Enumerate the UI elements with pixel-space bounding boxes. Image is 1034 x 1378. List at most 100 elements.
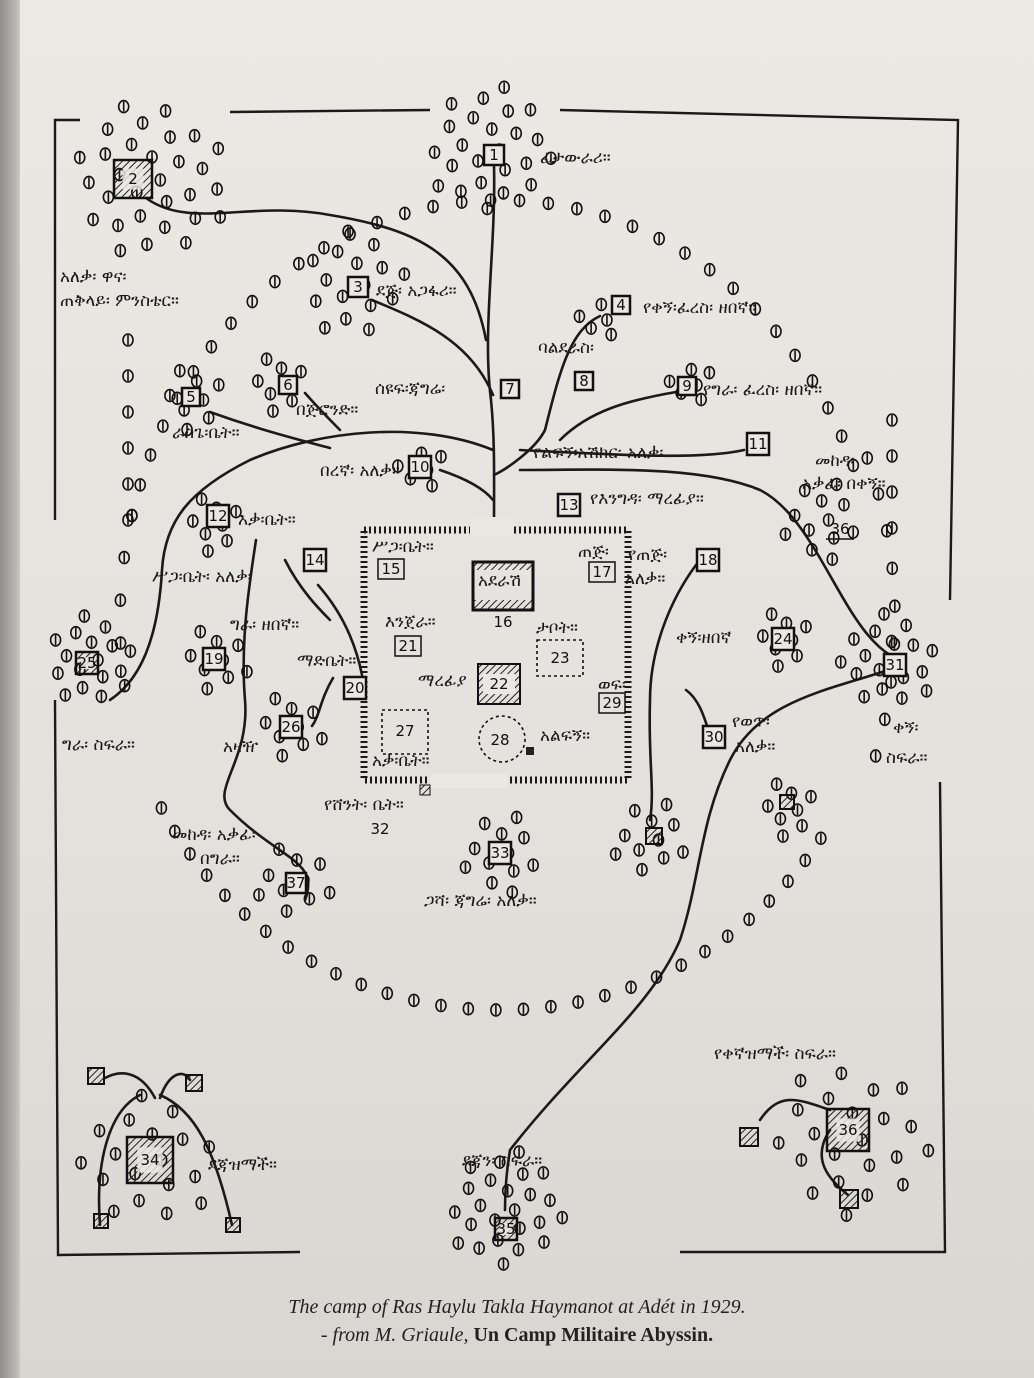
small-tent-dot [677,845,689,859]
small-tent-dot [259,715,272,730]
small-tent-dot [159,220,171,235]
tent-number: 2 [128,170,138,188]
camp-paths [97,163,902,1227]
small-tent-dot [435,449,447,464]
small-tent-dot [73,150,86,165]
small-tent-dot [599,988,611,1003]
small-tent-dot [222,670,235,685]
tent-37: 37 [284,871,308,895]
map-label: አልፍኝ። [540,726,590,746]
small-tent-dot [832,1175,845,1189]
small-tent-dot [310,294,322,308]
small-tent-dot [173,154,185,169]
map-label: ባልደራስ፡ [538,338,594,358]
small-tent-dot [626,219,639,234]
small-tent-dot [749,302,762,316]
small-tent-dot [827,531,840,545]
map-label: የወጥ፡ [732,712,770,732]
small-tent-dot [118,550,131,565]
tent-10: 10 [407,454,433,480]
map-label: ጋሻ፡ ጃግሬ፡ አለቃ። [424,891,537,911]
small-tent-dot [695,392,707,407]
tent-number: 35 [496,1220,515,1238]
small-tent-dot [305,954,318,969]
map-label: ቀኝ፡ [893,718,919,738]
tent-35: 35 [493,1216,519,1242]
small-tent-dot [877,1111,890,1126]
small-tent-dot [481,201,494,216]
small-tent-dot [721,929,734,944]
small-tent-dot [815,831,827,846]
small-tent-dot [144,448,157,462]
small-tent-dot [435,998,447,1013]
small-tent-dot [922,1143,935,1158]
small-tent-dot [478,816,491,831]
small-tent-dot [896,691,908,705]
label-number-16: 16 [493,613,512,631]
small-tent-dot [238,907,251,921]
tent-number: 36 [838,1121,857,1139]
small-tent-dot [455,184,467,199]
map-label: ሥጋ፡ቤት፡ አለቃ፡ [152,567,252,587]
small-tent-dot [468,841,481,856]
small-tent-dot [446,158,458,173]
small-tent-dot [452,1236,465,1250]
tent-number: 24 [773,630,792,648]
small-tent-dot [585,321,597,335]
map-label: ሰዩፍ፡ጃግሬ፡ [375,379,445,399]
small-tent-dot [381,986,394,1001]
small-tent-dot [467,110,480,125]
tent-14: 14 [302,547,328,573]
small-tent-dot [806,374,819,388]
small-tent-dot [605,327,617,342]
small-tent-dot [52,666,64,681]
small-tent-dot [513,193,526,208]
small-tent-dot [497,186,510,200]
small-tent-dot [125,137,138,152]
small-tent-dot [650,970,663,984]
small-tent-dot [789,348,801,363]
small-tent-dot [241,664,253,679]
small-tent-dot [371,215,383,230]
small-tent-dot [109,1147,122,1161]
tent-number: 31 [885,656,904,674]
book-gutter [0,0,22,1378]
small-tent-dot [136,116,149,130]
small-tent-dot [464,1160,477,1175]
tent-25: 25 [74,650,100,676]
small-tent-dot [282,940,294,954]
small-tent-dot [850,667,863,681]
tent-number: 29 [602,694,621,712]
small-tent-dot [494,1155,506,1169]
small-tent-dot [510,810,523,825]
label-number-36: 36 [830,520,849,538]
small-tent-dot [595,297,608,312]
small-tent-dot [211,182,223,196]
small-tent-dot [101,122,114,136]
small-tent-dot [155,801,168,815]
small-tent-dot [679,246,691,260]
small-tent-dot [316,731,328,746]
tent-12: 12 [205,503,231,529]
small-tent-dot [897,1177,909,1192]
small-tent-dot [376,260,389,275]
small-tent-dot [531,132,544,147]
label-number-32: 32 [370,820,389,838]
small-tent-dot [920,684,933,698]
map-label: በግራ። [200,849,240,869]
tent-number: 12 [208,507,227,525]
inner-tent-29: 29 [598,692,626,714]
small-tent-dot [99,147,112,161]
small-tent-dot [232,638,244,653]
small-tent-dot [275,361,288,376]
small-tent-dot [408,993,420,1008]
small-tent-dot [97,669,109,684]
small-tent-dot [757,629,769,643]
map-label: እቃ፡ቤት። [238,510,296,530]
small-tent-dot [330,966,342,981]
small-tent-dot [609,847,622,861]
map-label: በጅሮንድ። [296,400,358,420]
map-label: ደጃን፡ ስፍራ። [462,1151,542,1171]
small-tent-dot [800,619,812,634]
inner-tent-15: 15 [377,558,405,580]
